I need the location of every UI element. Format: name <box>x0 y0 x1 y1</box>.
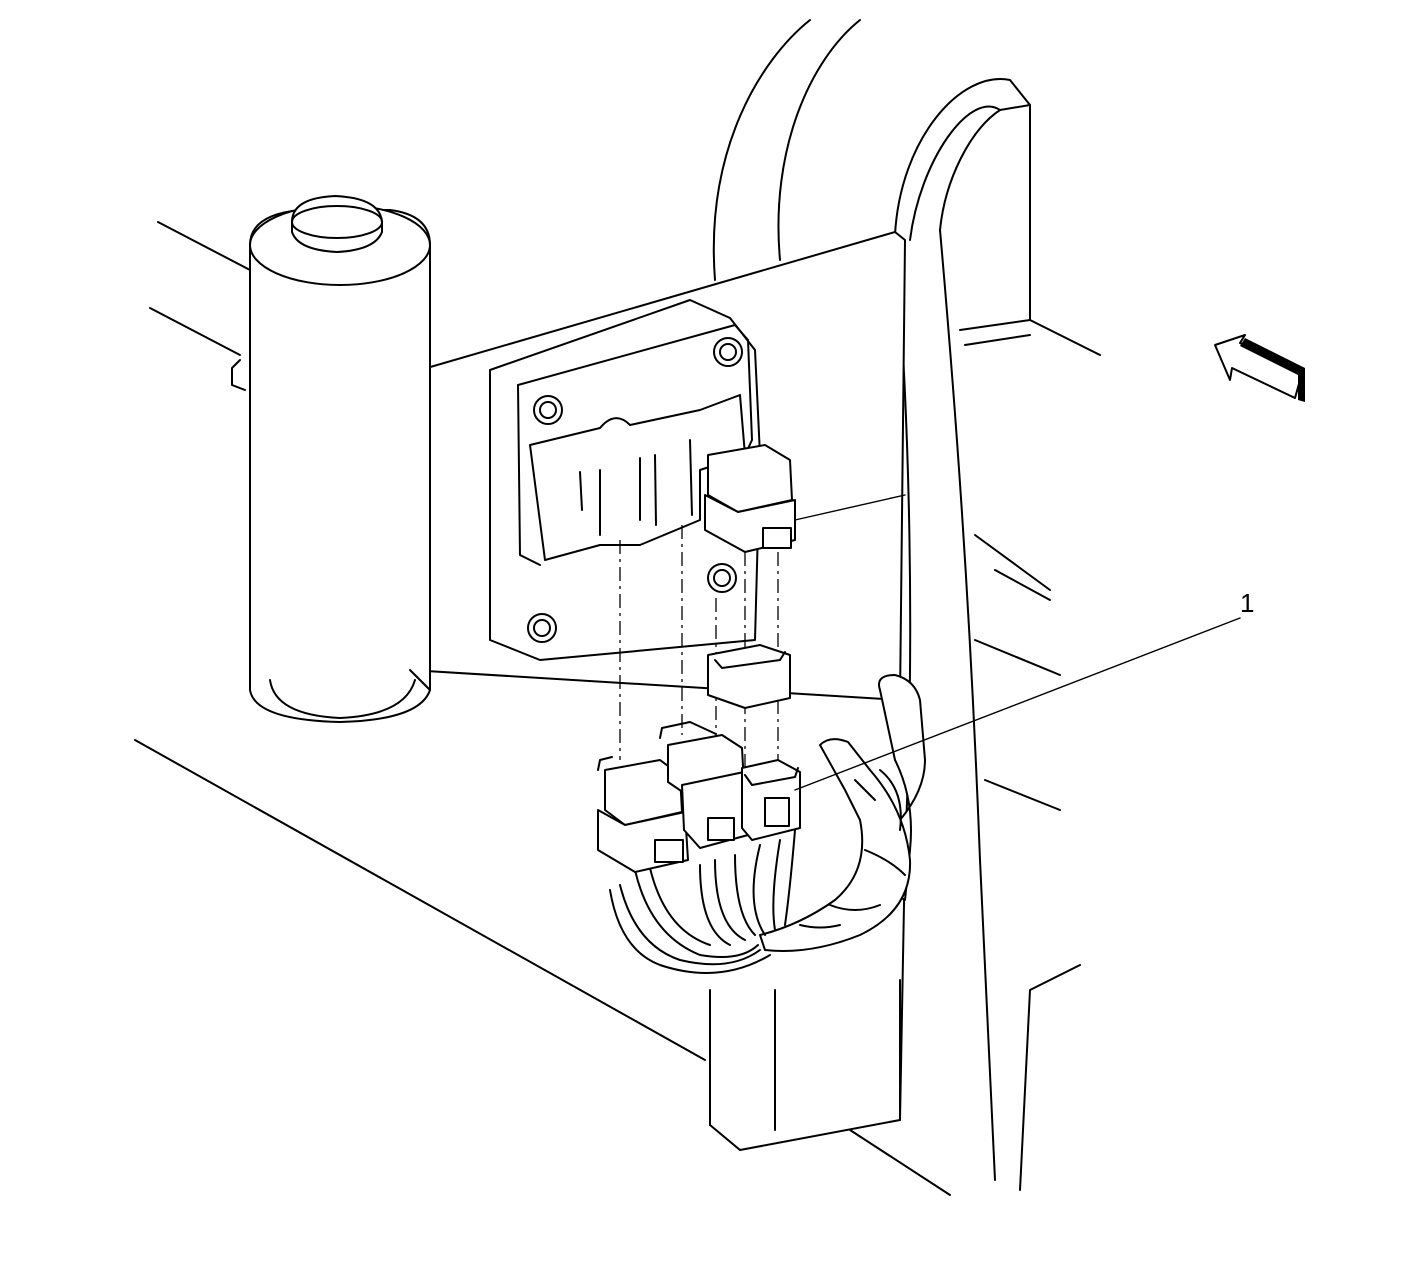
wiring-harness <box>609 674 926 974</box>
cylinder-actuator <box>231 195 431 723</box>
installed-relay <box>704 444 796 553</box>
assembly-guide-lines <box>619 494 906 770</box>
relay-center-base <box>489 299 761 661</box>
lower-relay-right <box>741 759 801 841</box>
view-direction-arrow <box>1214 334 1305 402</box>
callout-1: 1 <box>794 588 1254 791</box>
callout-1-label: 1 <box>1240 588 1254 618</box>
lower-relay-left <box>597 756 689 873</box>
loose-connector <box>707 644 791 709</box>
pillar <box>709 979 901 1151</box>
lower-relay-middle <box>659 721 749 849</box>
wheel-well-arcs <box>712 19 1031 1181</box>
